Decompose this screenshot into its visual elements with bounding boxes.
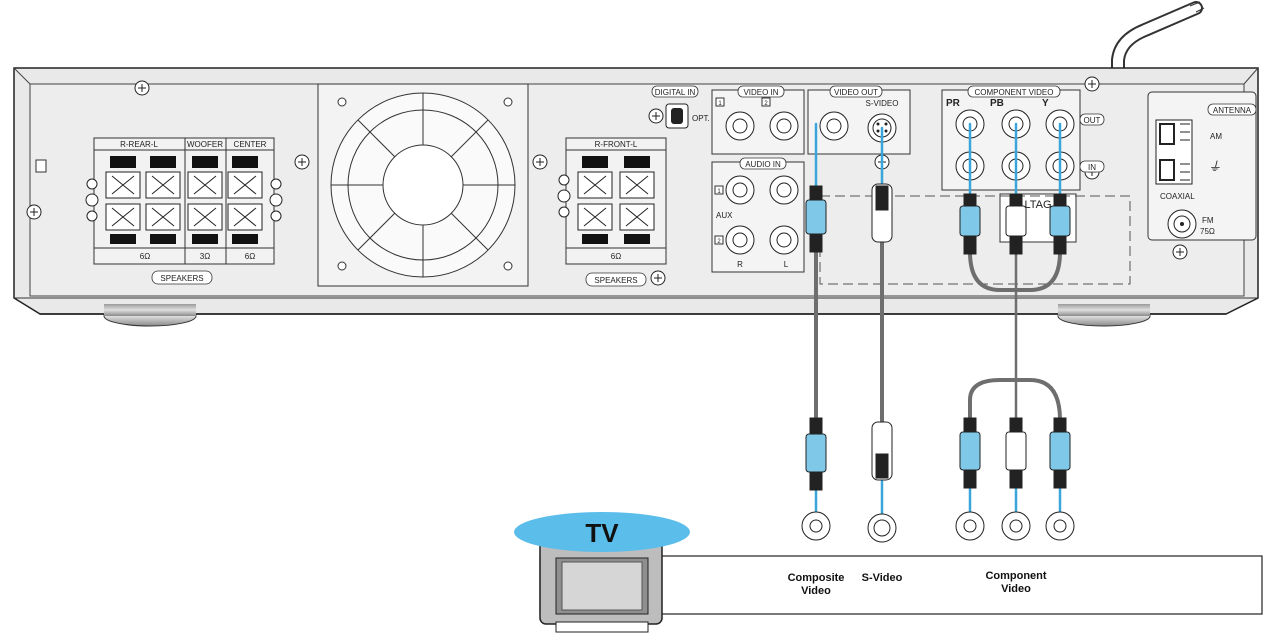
digital-in-jack: DIGITAL IN OPT. xyxy=(651,85,710,129)
speaker-terminals-front: R-FRONT-L 6Ω SPEAKERS xyxy=(557,137,667,287)
label-component-video: COMPONENT VIDEO xyxy=(975,88,1054,97)
label-video-in: VIDEO IN xyxy=(743,88,778,97)
label-center: CENTER xyxy=(234,140,267,149)
label-video-out: VIDEO OUT xyxy=(834,88,878,97)
label-woofer: WOOFER xyxy=(187,140,223,149)
label-imp-rear: 6Ω xyxy=(140,252,150,261)
label-aux-1: 1 xyxy=(717,189,721,195)
label-aux-l: L xyxy=(784,260,789,269)
label-speakers-1: SPEAKERS xyxy=(160,274,203,283)
av-jacks: VIDEO IN 1 2 VIDEO OUT S-VIDEO AUDIO IN … xyxy=(711,85,911,273)
label-audio-in: AUDIO IN xyxy=(745,160,781,169)
composite-plug-top xyxy=(805,185,827,253)
label-composite-video: Composite Video xyxy=(787,572,845,597)
composite-plug-bottom xyxy=(805,417,827,491)
tv-jacks xyxy=(801,511,1075,543)
label-speakers-2: SPEAKERS xyxy=(594,276,637,285)
label-imp-front: 6Ω xyxy=(611,252,621,261)
label-voltage: LTAG xyxy=(1024,199,1051,211)
label-s-video: S-Video xyxy=(861,572,903,584)
tv-label-ellipse xyxy=(514,512,690,552)
label-aux: AUX xyxy=(716,211,733,220)
label-digital-in: DIGITAL IN xyxy=(655,88,696,97)
component-video-jacks: COMPONENT VIDEO PR PB Y OUT IN xyxy=(941,85,1105,191)
label-imp-center: 6Ω xyxy=(245,252,255,261)
y-plug-top xyxy=(1049,193,1071,255)
label-aux-2: 2 xyxy=(717,239,721,245)
label-fm-ohm: 75Ω xyxy=(1200,227,1215,236)
label-rear: R-REAR-L xyxy=(120,140,158,149)
pr-plug-bottom xyxy=(959,417,981,489)
y-plug-bottom xyxy=(1049,417,1071,489)
plugs xyxy=(805,183,1071,491)
label-in: IN xyxy=(1088,163,1096,172)
pb-plug-top xyxy=(1005,193,1027,255)
label-imp-woofer: 3Ω xyxy=(200,252,210,261)
tv-set: TV xyxy=(514,512,1263,633)
speaker-terminals-rear: R-REAR-L WOOFER CENTER 6Ω 3Ω 6Ω SPEAKERS xyxy=(85,137,283,285)
pr-plug-top xyxy=(959,193,981,255)
cooling-fan xyxy=(317,83,529,287)
label-y: Y xyxy=(1042,98,1049,109)
label-opt: OPT. xyxy=(692,114,710,123)
feet xyxy=(103,304,1151,327)
label-pr: PR xyxy=(946,98,961,109)
label-front: R-FRONT-L xyxy=(595,140,638,149)
label-out: OUT xyxy=(1084,116,1101,125)
label-video-in-2: 2 xyxy=(764,101,768,107)
label-am: AM xyxy=(1210,132,1222,141)
label-s-video-jack: S-VIDEO xyxy=(866,99,899,108)
label-component-video-tv: Component Video xyxy=(985,570,1047,595)
antenna-terminals: ANTENNA AM ⏚ COAXIAL FM 75Ω xyxy=(1147,91,1257,241)
svideo-plug-top xyxy=(871,183,893,243)
tv-label: TV xyxy=(585,518,619,548)
pb-plug-bottom xyxy=(1005,417,1027,489)
label-coaxial: COAXIAL xyxy=(1160,192,1195,201)
ground-icon: ⏚ xyxy=(1208,159,1221,174)
label-pb: PB xyxy=(990,98,1004,109)
svideo-plug-bottom xyxy=(871,421,893,481)
label-aux-r: R xyxy=(737,260,743,269)
label-video-in-1: 1 xyxy=(718,101,722,107)
label-antenna: ANTENNA xyxy=(1213,106,1252,115)
label-fm: FM xyxy=(1202,216,1214,225)
cables xyxy=(814,122,1062,524)
